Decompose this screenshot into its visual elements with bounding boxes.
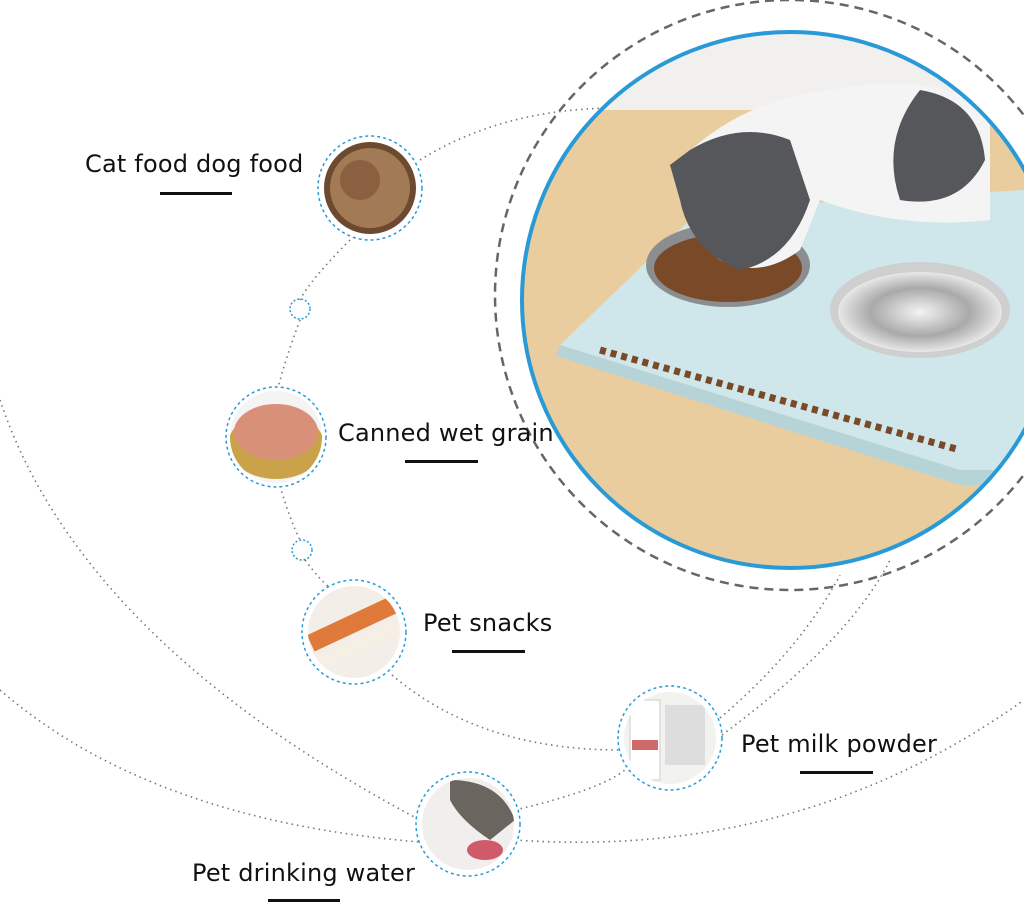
connector-node bbox=[289, 298, 311, 320]
canned-food-icon bbox=[225, 386, 327, 488]
connector-node bbox=[291, 539, 313, 561]
dry-kibble-icon bbox=[317, 135, 423, 241]
label-canned-wet-grain: Canned wet grain bbox=[338, 419, 554, 447]
feeder-photo bbox=[522, 32, 1024, 568]
label-underline bbox=[268, 899, 340, 902]
pet-snacks-icon bbox=[301, 579, 407, 685]
label-pet-milk-powder: Pet milk powder bbox=[741, 730, 938, 758]
label-underline bbox=[405, 460, 478, 463]
milk-powder-icon bbox=[617, 685, 723, 791]
drinking-water-icon bbox=[415, 771, 521, 877]
label-cat-food-dog-food: Cat food dog food bbox=[85, 150, 304, 178]
dotted-connector-lines bbox=[0, 107, 1024, 843]
label-underline bbox=[800, 771, 873, 774]
label-pet-snacks: Pet snacks bbox=[423, 609, 553, 637]
label-underline bbox=[160, 192, 232, 195]
photo-blue-ring bbox=[520, 30, 1024, 570]
label-pet-drinking-water: Pet drinking water bbox=[192, 859, 416, 887]
label-underline bbox=[452, 650, 525, 653]
